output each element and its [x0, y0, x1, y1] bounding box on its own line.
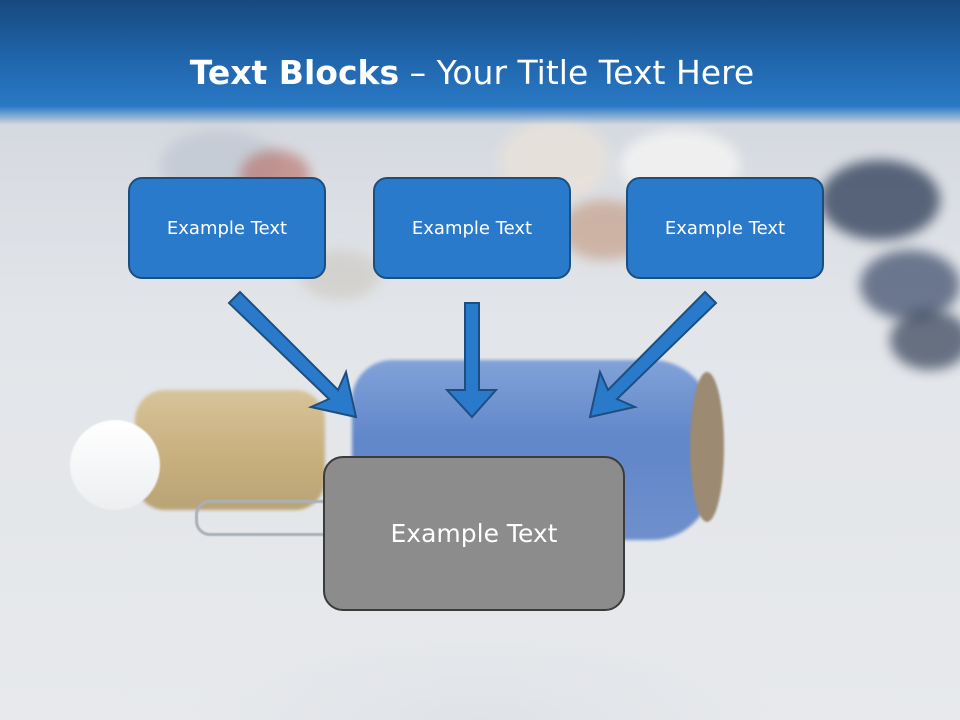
title-separator: – [409, 53, 427, 92]
title-rest: Your Title Text Here [436, 53, 755, 92]
text-block-2[interactable]: Example Text [373, 177, 571, 279]
arrow-center [444, 302, 499, 419]
title-bar [0, 0, 960, 125]
arrow-right [588, 290, 718, 419]
title-bold-part: Text Blocks [189, 53, 400, 92]
text-block-3[interactable]: Example Text [626, 177, 824, 279]
arrow-left [227, 290, 358, 419]
slide-title: Text Blocks – Your Title Text Here [0, 53, 944, 92]
text-block-1[interactable]: Example Text [128, 177, 326, 279]
target-block[interactable]: Example Text [323, 456, 625, 611]
